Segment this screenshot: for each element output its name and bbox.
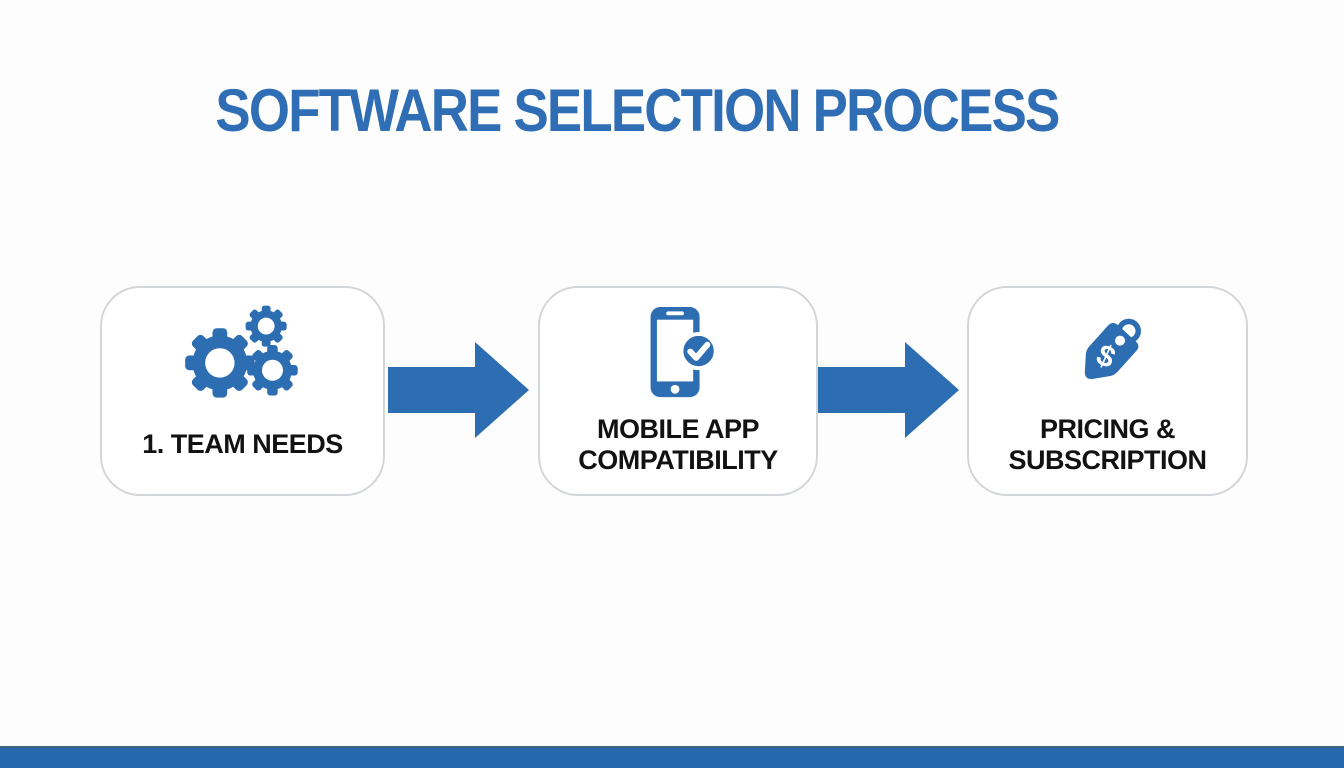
step-card-team-needs: 1. TEAM NEEDS <box>100 286 385 496</box>
price-tag-icon: $ <box>1058 302 1158 406</box>
step-label: PRICING & SUBSCRIPTION <box>1008 413 1207 475</box>
step-label: MOBILE APP COMPATIBILITY <box>578 413 778 475</box>
gears-icon <box>184 302 302 406</box>
arrow-shaft <box>388 367 475 413</box>
step-label: 1. TEAM NEEDS <box>142 429 343 460</box>
arrow-right-icon <box>818 342 959 438</box>
arrow-head <box>905 342 959 438</box>
footer-bar <box>0 746 1344 768</box>
step-card-mobile-app-compatibility: MOBILE APP COMPATIBILITY <box>538 286 818 496</box>
mobile-app-check-icon <box>629 302 727 406</box>
page-title: SOFTWARE SELECTION PROCESS <box>215 77 1060 144</box>
arrow-shaft <box>818 367 905 413</box>
arrow-head <box>475 342 529 438</box>
step-card-pricing-subscription: $ PRICING & SUBSCRIPTION <box>967 286 1248 496</box>
arrow-right-icon <box>388 342 529 438</box>
